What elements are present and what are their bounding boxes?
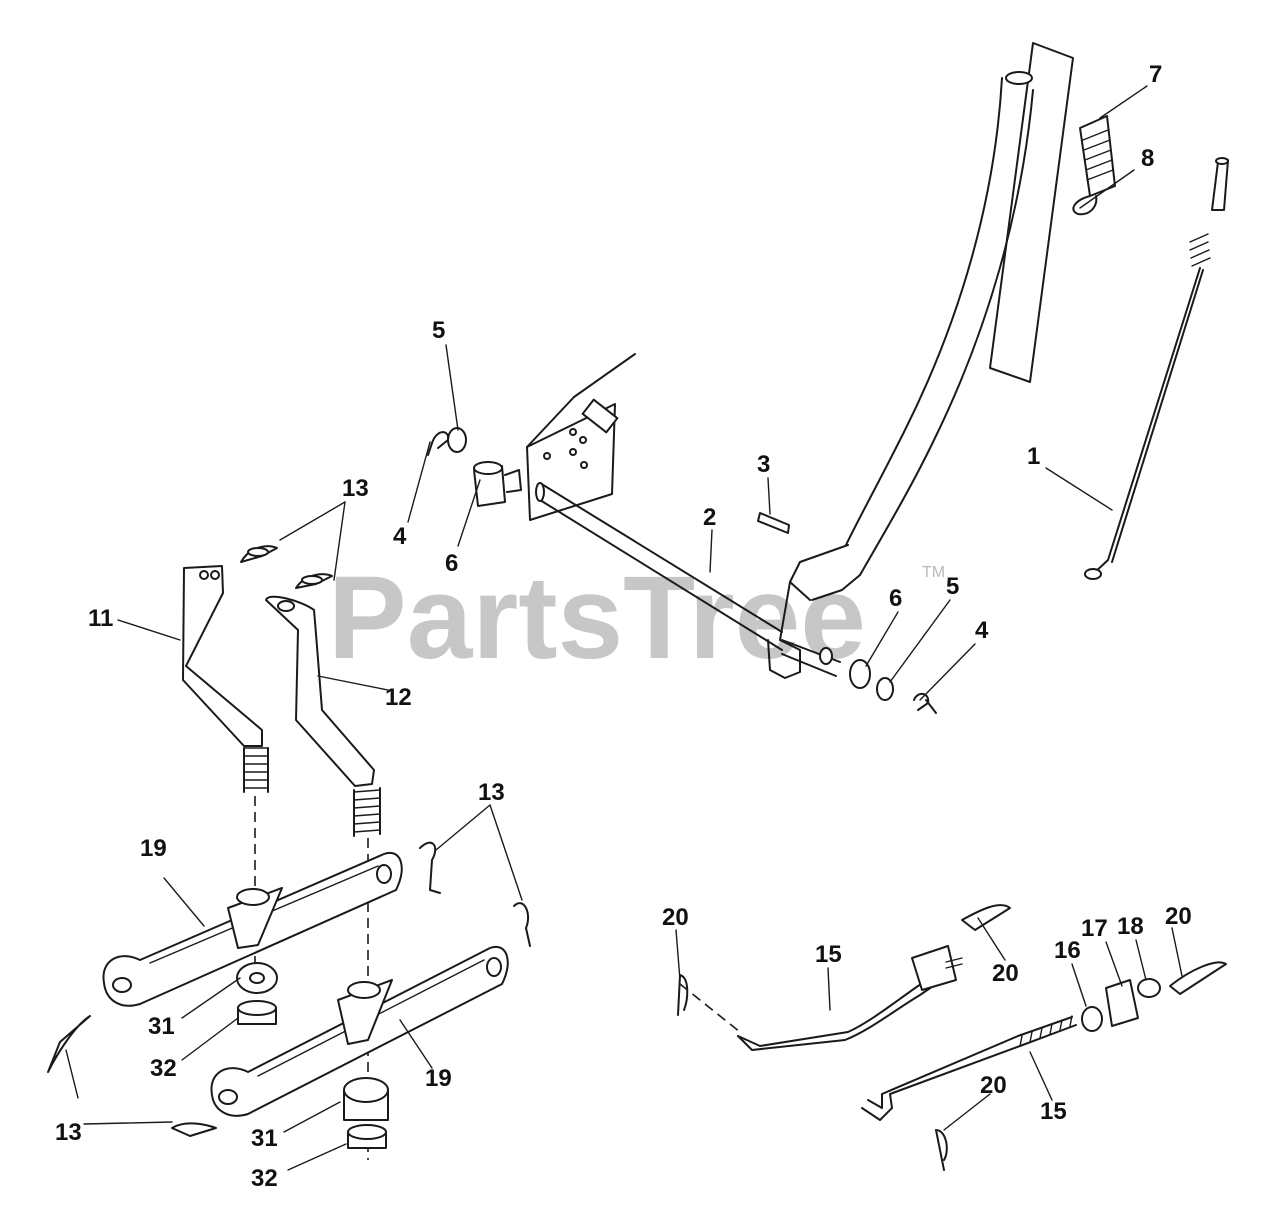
hairpin-clip-20-c: [1169, 961, 1227, 995]
hairpin-clip-b: [295, 573, 333, 589]
callout-4-right: 4: [975, 617, 989, 644]
callout-5-right: 5: [946, 573, 959, 600]
hairpin-clip-f: [171, 1122, 217, 1137]
hairpin-clip-c: [419, 841, 441, 894]
callout-15-upper: 15: [815, 941, 842, 968]
ferrule-bushing: [1137, 978, 1161, 998]
lift-handle: [767, 71, 1034, 679]
cross-shaft: [535, 482, 841, 677]
hairpin-clip-e: [47, 1015, 91, 1073]
clip-right: [913, 692, 937, 714]
callout-13-top: 13: [342, 475, 369, 502]
spacer-lower: [343, 1077, 389, 1121]
nut-lower: [347, 1124, 387, 1149]
leader-lines: [65, 85, 1183, 1171]
hairpin-clip-20-b: [961, 904, 1011, 931]
ferrule: [1105, 979, 1139, 1027]
callout-31-upper: 31: [148, 1013, 175, 1040]
callout-16: 16: [1054, 937, 1081, 964]
callout-1: 1: [1027, 443, 1040, 470]
callout-17: 17: [1081, 915, 1108, 942]
lift-link-12: [265, 595, 381, 837]
mounting-bracket: [526, 353, 636, 521]
callout-19-lower: 19: [425, 1065, 452, 1092]
adjust-rod-upper: [737, 945, 963, 1051]
callout-15-lower: 15: [1040, 1098, 1067, 1125]
callout-labels: 7 8 5 1 3 4 13 6 2 11 6 5 4 12 13 19 20 …: [55, 61, 1192, 1192]
clip-left: [427, 431, 450, 456]
hairpin-clip-a: [240, 545, 278, 563]
callout-7: 7: [1149, 61, 1162, 88]
callout-4-left: 4: [393, 523, 407, 550]
fender-panel: [989, 42, 1074, 383]
callout-3: 3: [757, 451, 770, 478]
bushing-right: [849, 659, 871, 689]
callout-32-upper: 32: [150, 1055, 177, 1082]
spring-hook: [1072, 195, 1098, 216]
callout-20-bottom: 20: [980, 1072, 1007, 1099]
callout-13-mid: 13: [478, 779, 505, 806]
clevis-pin: [757, 512, 790, 534]
hairpin-clip-20-d: [935, 1129, 948, 1171]
spacer-upper: [236, 962, 278, 994]
adjust-nut: [1081, 1006, 1103, 1032]
callout-5-left: 5: [432, 317, 445, 344]
callout-2: 2: [703, 504, 716, 531]
callout-20-mid: 20: [992, 960, 1019, 987]
callout-31-lower: 31: [251, 1125, 278, 1152]
hairpin-clip-d: [513, 902, 531, 947]
bushing-left: [473, 461, 522, 507]
nut-upper: [237, 1000, 277, 1025]
watermark-trademark: TM: [922, 564, 945, 581]
adjust-rod-lower: [861, 1015, 1077, 1121]
callout-12: 12: [385, 684, 412, 711]
callout-32-lower: 32: [251, 1165, 278, 1192]
callout-19-upper: 19: [140, 835, 167, 862]
callout-8: 8: [1141, 145, 1154, 172]
callout-6-left: 6: [445, 550, 458, 577]
callout-20-left: 20: [662, 904, 689, 931]
washer-left: [447, 427, 467, 453]
spring: [1079, 115, 1116, 197]
washer-right: [876, 677, 894, 701]
hairpin-clip-20-a: [677, 974, 689, 1016]
lift-arm-lower: [210, 945, 509, 1117]
callout-20-right: 20: [1165, 903, 1192, 930]
callout-11: 11: [88, 605, 113, 632]
lift-arm-upper: [102, 851, 403, 1007]
lift-link-11: [182, 565, 269, 793]
lift-rod: [1084, 157, 1229, 580]
callout-13-bottom: 13: [55, 1119, 82, 1146]
watermark: PartsTree: [328, 552, 866, 684]
callout-18: 18: [1117, 913, 1144, 940]
callout-6-right: 6: [889, 585, 902, 612]
